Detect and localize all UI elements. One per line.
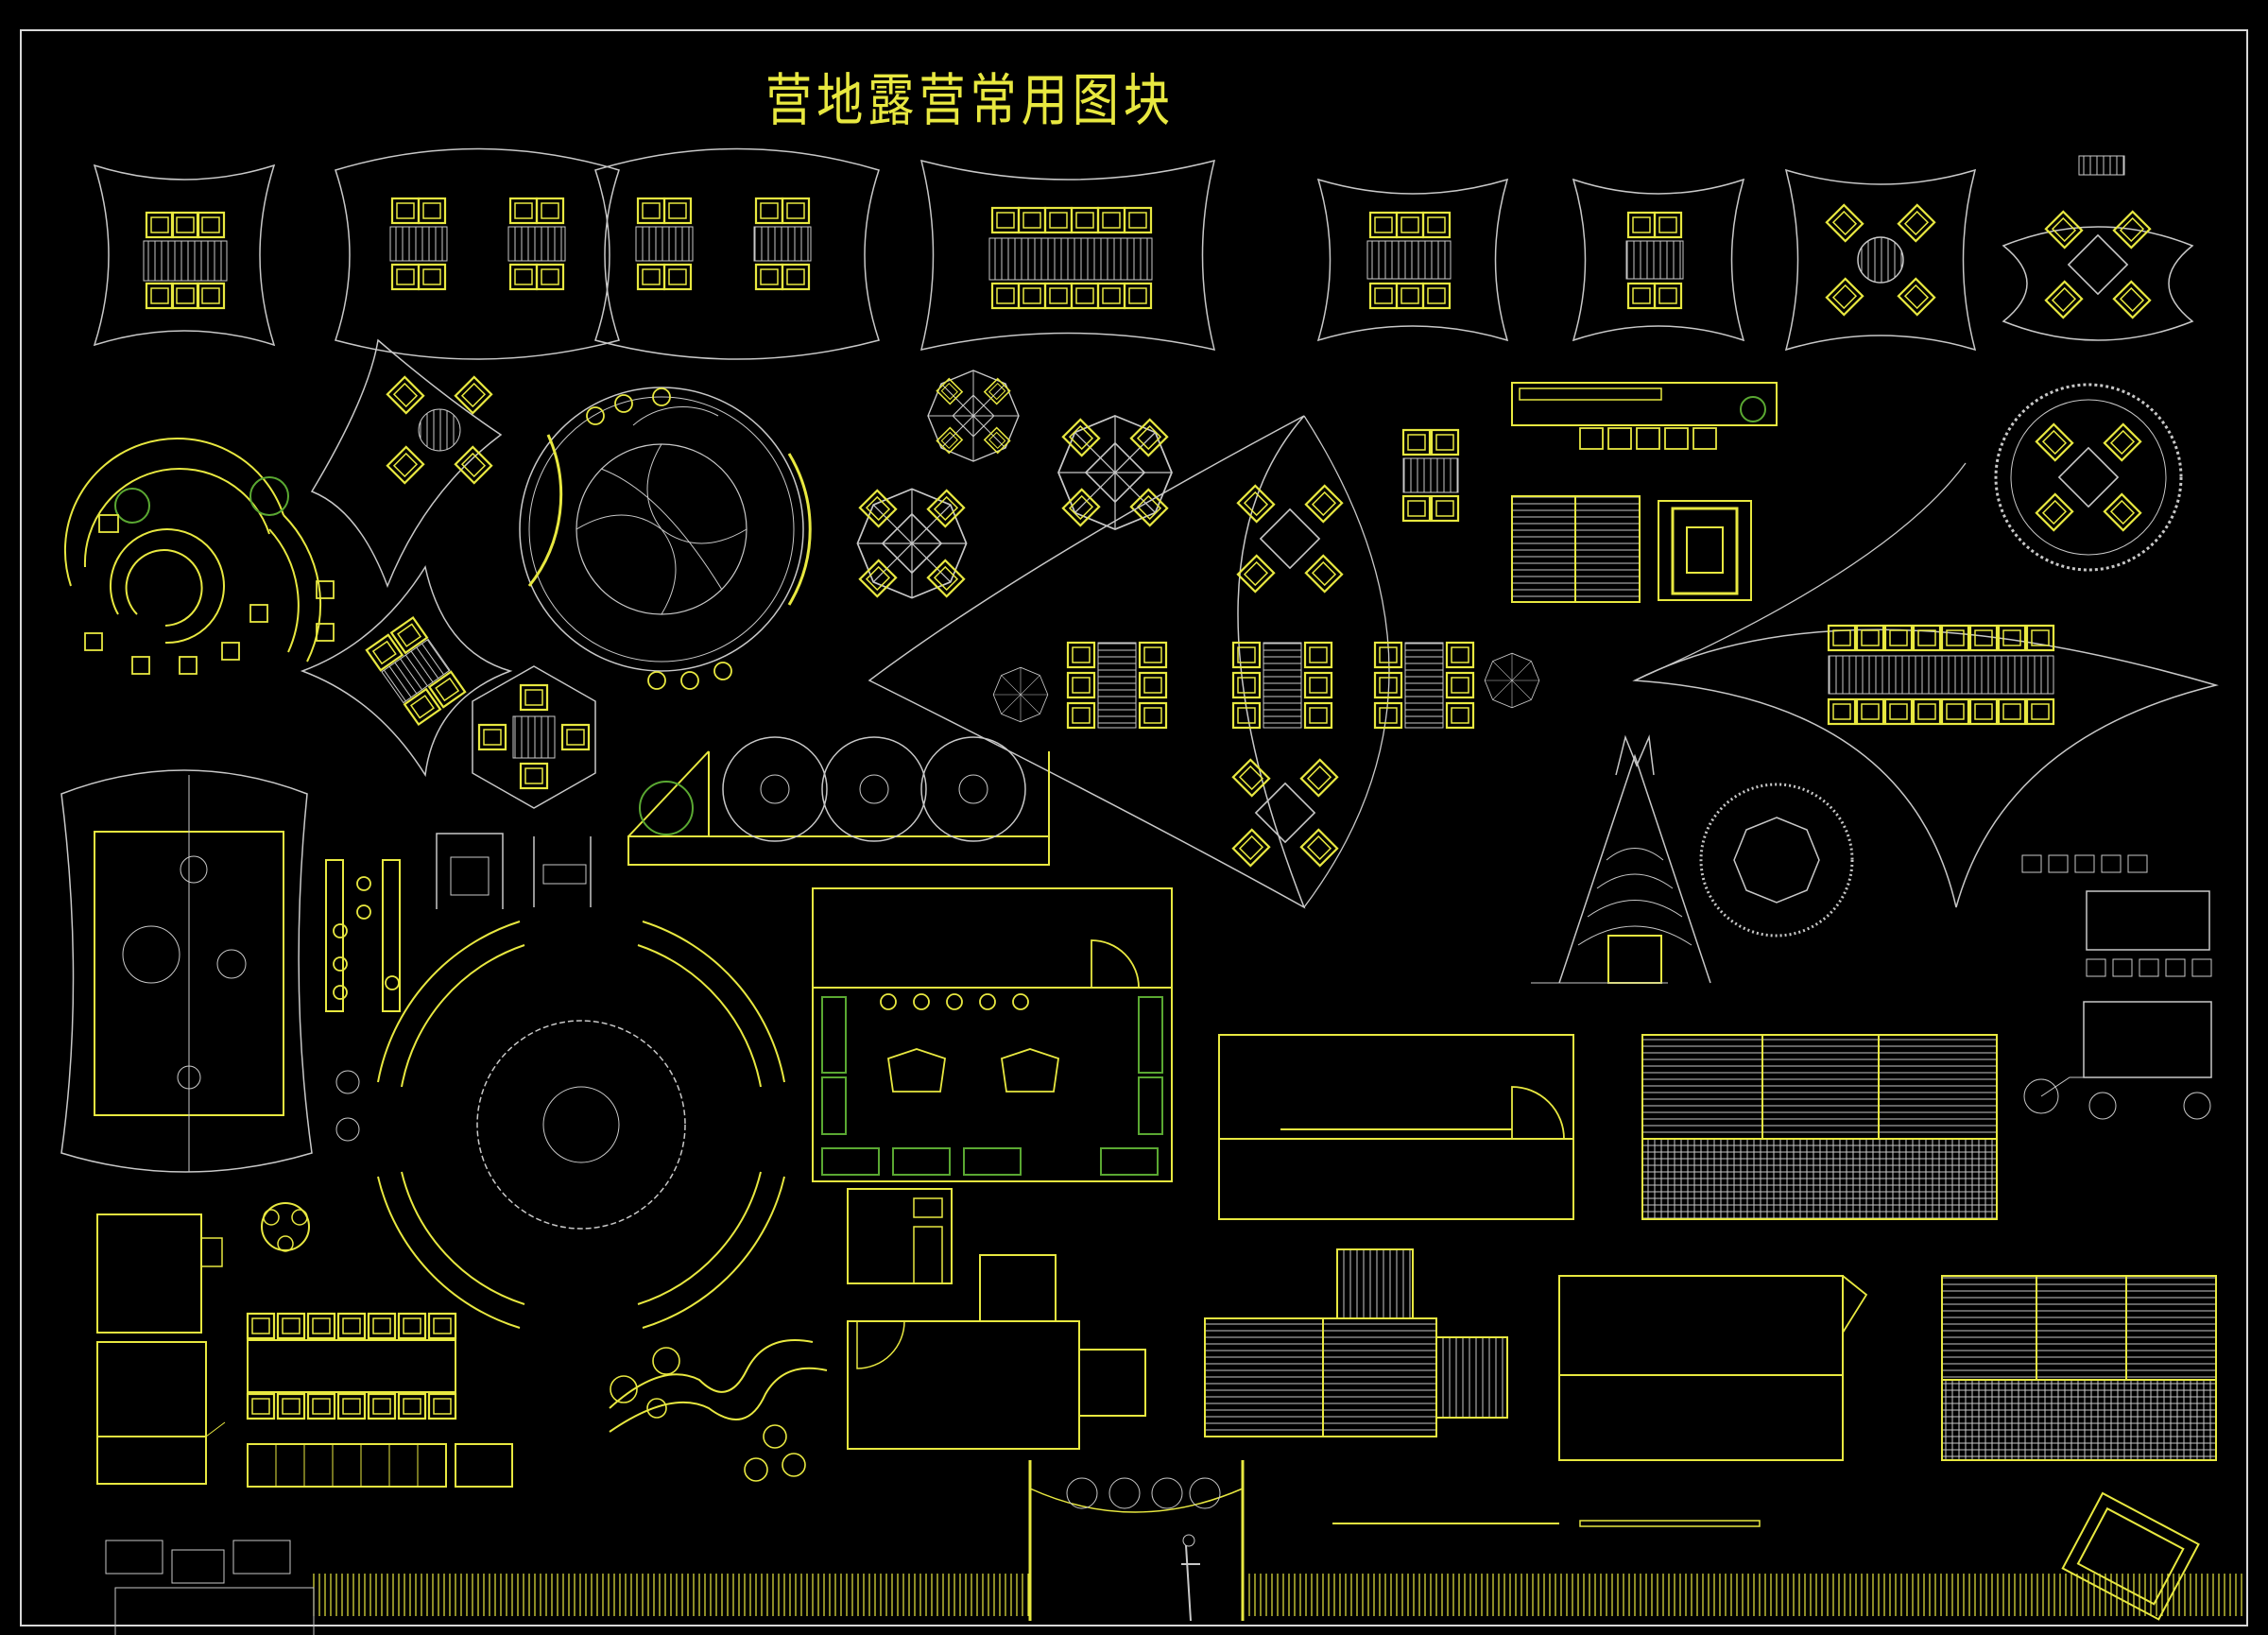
deck-panel [1511,495,1641,603]
bar-elevation [96,1341,226,1485]
canopy-tent-1 [93,164,276,347]
canopy-tent-small-1 [1316,178,1509,342]
entrance-gate [1028,1460,1245,1622]
container-unit-deck [1204,1248,1508,1437]
kitchen-container [847,1188,1146,1450]
dining-table-row [246,1312,457,1420]
storage-cabin [96,1213,223,1334]
dining-elevation [247,1443,513,1488]
container-unit-roof [1641,1034,1998,1220]
drawing-border [20,29,2248,1626]
bar-counter [1511,382,1778,450]
circular-pavilion [519,387,812,690]
fire-ring-seating [1994,383,2183,572]
canopy-tent-3 [594,147,880,360]
umbrella-set-3 [1057,415,1173,530]
serpentine-bench [609,1339,828,1482]
canopy-with-round-table [310,338,503,589]
garden-bench [533,836,592,907]
garden-pods-planter [627,736,1050,866]
guard-rail [1332,1520,1761,1527]
tipi-tent [1531,734,1711,984]
umbrella-set-2 [856,488,968,599]
umbrella-small [261,1202,310,1252]
picket-fence-left [312,1574,1030,1616]
umbrella-set-1 [927,370,1020,462]
container-unit-2 [1558,1275,1868,1461]
canopy-tent-small-2 [1572,178,1745,342]
amphitheatre-benches [377,921,785,1329]
container-unit-3 [1941,1275,2217,1461]
container-unit-1 [1218,1034,1574,1220]
swing-set [436,833,504,909]
food-stand [2021,854,2212,977]
stretch-tent-activity [60,769,313,1173]
picket-fence-right [1247,1574,2244,1616]
bicycle-cart [2023,1001,2212,1120]
canopy-tent-diamond [2002,155,2194,341]
firewood-stack [105,1540,315,1635]
drawing-title: 营地露营常用图块 [765,68,1175,134]
hexagon-canopy-table [472,665,596,809]
hammock-mat [2061,1491,2200,1621]
canopy-diagonal-table [300,565,513,778]
swing-chairs [335,1070,360,1142]
table-set-row [1066,641,1475,730]
canopy-tent-long-table [919,159,1216,351]
canopy-tent-2 [335,147,620,360]
glamping-pavilion [812,887,1173,1182]
canopy-tent-round-table [1784,168,1977,352]
curved-bench-seating [63,437,335,675]
long-banquet-table [1827,624,2055,726]
hopscotch-stools [325,859,401,1012]
small-table-set [1401,428,1460,523]
fire-pit [1699,783,1854,938]
picnic-bench [1658,500,1752,601]
